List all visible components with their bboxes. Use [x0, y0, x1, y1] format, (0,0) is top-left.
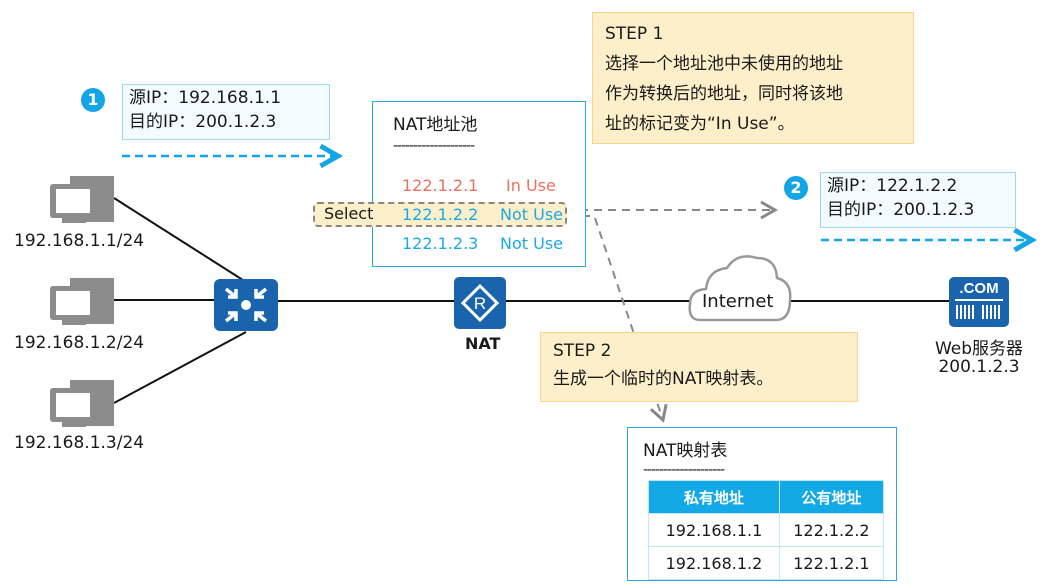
pool-separator: --------------------	[393, 138, 475, 154]
host-label-1: 192.168.1.1/24	[14, 231, 145, 251]
step1-line-1: 选择一个地址池中未使用的地址	[605, 54, 843, 74]
cell-private: 192.168.1.2	[648, 546, 780, 580]
pool-title: NAT地址池	[393, 115, 478, 135]
switch-icon	[214, 279, 278, 331]
step1-title: STEP 1	[605, 24, 664, 44]
pc-icon	[50, 278, 114, 325]
table-header-row: 私有地址 公有地址	[648, 480, 885, 514]
pool-ip: 122.1.2.3	[402, 234, 479, 253]
cell-public: 122.1.2.2	[778, 513, 885, 547]
server-rack-right	[982, 305, 1002, 319]
step1-line-3: 址的标记变为“In Use”。	[605, 114, 795, 134]
pool-ip: 122.1.2.1	[402, 176, 479, 195]
table-row: 192.168.1.2 122.1.2.1	[648, 546, 885, 580]
map-arrow	[594, 217, 668, 423]
pc-icon	[50, 176, 114, 223]
pc-icon	[50, 380, 114, 427]
table-row: 192.168.1.1 122.1.2.2	[648, 513, 885, 547]
nat-mapping-table: NAT映射表 -------------------- 私有地址 公有地址 19…	[627, 427, 897, 581]
step1-line-2: 作为转换后的地址，同时将该地	[605, 84, 843, 104]
header-public: 公有地址	[778, 480, 885, 514]
packet2-dst: 目的IP：200.1.2.3	[827, 200, 975, 220]
server-ip: 200.1.2.3	[938, 357, 1020, 377]
step2-title: STEP 2	[553, 341, 612, 361]
pool-status: Not Use	[500, 205, 564, 224]
link-host3-switch	[113, 331, 247, 404]
router-label: NAT	[465, 334, 501, 353]
packet1-src: 源IP：192.168.1.1	[129, 88, 282, 108]
map-separator: --------------------	[643, 462, 725, 478]
svg-text:R: R	[474, 294, 486, 313]
server-rack-left	[956, 305, 976, 319]
mapping-grid: 私有地址 公有地址 192.168.1.1 122.1.2.2 192.168.…	[648, 480, 885, 580]
web-server-icon: .COM	[949, 277, 1009, 327]
cell-public: 122.1.2.1	[778, 546, 885, 580]
server-com-label: .COM	[959, 280, 999, 297]
step1-callout: STEP 1 选择一个地址池中未使用的地址 作为转换后的地址，同时将该地 址的标…	[592, 12, 914, 144]
cell-private: 192.168.1.1	[648, 513, 780, 547]
select-label: Select	[324, 204, 374, 223]
internet-label: Internet	[702, 291, 774, 312]
packet1-dst: 目的IP：200.1.2.3	[129, 112, 277, 132]
pool-status: In Use	[506, 176, 556, 195]
nat-address-pool: NAT地址池 --------------------	[372, 101, 586, 267]
step-badge-1: 1	[81, 88, 105, 112]
internet-cloud-icon	[688, 255, 792, 322]
step2-text: 生成一个临时的NAT映射表。	[553, 369, 774, 389]
packet2-src: 源IP：122.1.2.2	[827, 176, 958, 196]
step-badge-2: 2	[784, 176, 808, 200]
packet-info-2: 源IP：122.1.2.2 目的IP：200.1.2.3	[820, 172, 1016, 228]
router-icon: R	[454, 277, 506, 329]
host-label-2: 192.168.1.2/24	[14, 333, 145, 353]
pool-status: Not Use	[500, 234, 564, 253]
server-divider	[955, 299, 1003, 301]
server-name: Web服务器	[934, 339, 1024, 359]
packet-info-1: 源IP：192.168.1.1 目的IP：200.1.2.3	[122, 84, 330, 140]
map-title: NAT映射表	[643, 441, 728, 461]
select-highlight	[313, 202, 567, 227]
step2-callout: STEP 2 生成一个临时的NAT映射表。	[540, 332, 858, 402]
header-private: 私有地址	[648, 480, 780, 514]
host-label-3: 192.168.1.3/24	[14, 433, 145, 453]
pool-ip: 122.1.2.2	[402, 205, 479, 224]
link-host1-switch	[113, 197, 247, 283]
